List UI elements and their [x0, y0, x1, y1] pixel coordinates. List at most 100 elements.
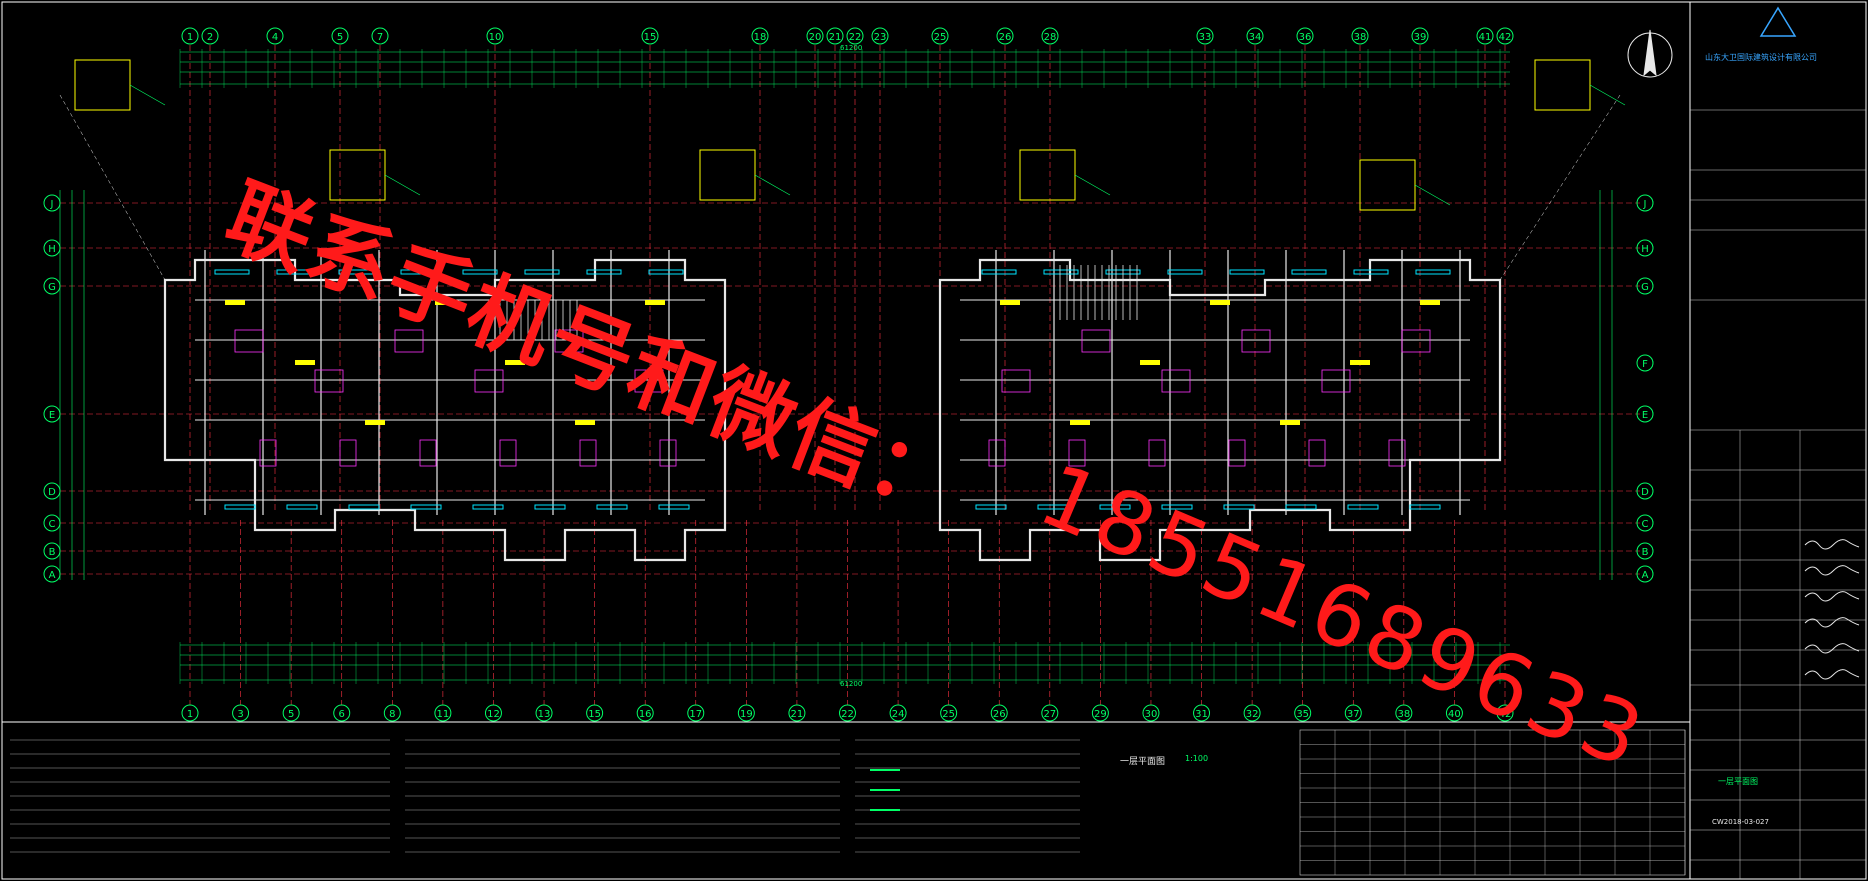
total-dimension-bottom: 61200	[840, 680, 863, 688]
plan-title: 一层平面图	[1120, 757, 1166, 767]
axis-bubble-right-A	[1636, 565, 1654, 583]
axis-label-bottom-38: 38	[1397, 709, 1410, 720]
axis-label-bottom-24: 24	[892, 709, 905, 720]
axis-label-top-7: 7	[377, 32, 383, 43]
axis-bubble-bottom-26	[990, 704, 1008, 722]
furniture	[1241, 329, 1271, 353]
furniture	[1388, 439, 1406, 467]
axis-bubble-bottom-31	[1193, 704, 1211, 722]
axis-label-bottom-27: 27	[1043, 709, 1056, 720]
leader-line-0	[129, 84, 166, 106]
leader-line-2	[384, 174, 421, 196]
axis-label-bottom-31: 31	[1195, 709, 1208, 720]
title-block-drawing-name: 一层平面图	[1718, 777, 1758, 786]
furniture	[634, 369, 664, 393]
furniture	[259, 439, 277, 467]
window	[1229, 269, 1265, 275]
axis-label-top-38: 38	[1354, 32, 1367, 43]
title-block-company: 山东大卫国际建筑设计有限公司	[1705, 53, 1817, 62]
axis-bubble-top-15	[641, 27, 659, 45]
furniture	[394, 329, 424, 353]
axis-label-top-41: 41	[1479, 32, 1492, 43]
signature-scribble-1	[1804, 565, 1860, 576]
detail-callout-2	[329, 149, 386, 201]
axis-label-bottom-29: 29	[1094, 709, 1107, 720]
axis-bubble-top-22	[846, 27, 864, 45]
detail-callout-4	[1019, 149, 1076, 201]
room-label-mark	[365, 420, 385, 425]
furniture	[1308, 439, 1326, 467]
axis-bubble-top-28	[1041, 27, 1059, 45]
axis-bubble-bottom-24	[889, 704, 907, 722]
window	[1037, 504, 1069, 510]
room-label-mark	[225, 300, 245, 305]
axis-bubble-bottom-35	[1294, 704, 1312, 722]
window	[1353, 269, 1389, 275]
axis-label-bottom-17: 17	[689, 709, 702, 720]
axis-label-left-G: G	[48, 282, 56, 293]
axis-bubble-top-34	[1246, 27, 1264, 45]
window	[286, 504, 318, 510]
room-label-mark	[1350, 360, 1370, 365]
axis-label-right-C: C	[1642, 519, 1649, 530]
axis-bubble-bottom-16	[636, 704, 654, 722]
leader-line-4	[1074, 174, 1111, 196]
axis-label-bottom-25: 25	[942, 709, 955, 720]
leader-line-1	[1589, 84, 1626, 106]
axis-bubble-bottom-25	[940, 704, 958, 722]
axis-bubble-top-33	[1196, 27, 1214, 45]
axis-label-top-15: 15	[644, 32, 657, 43]
room-label-mark	[1280, 420, 1300, 425]
window	[524, 269, 560, 275]
axis-label-top-25: 25	[934, 32, 947, 43]
axis-bubble-top-39	[1411, 27, 1429, 45]
window	[1415, 269, 1451, 275]
axis-label-top-22: 22	[849, 32, 862, 43]
axis-label-right-H: H	[1641, 244, 1649, 255]
axis-bubble-right-D	[1636, 482, 1654, 500]
window	[462, 269, 498, 275]
axis-label-bottom-40: 40	[1448, 709, 1461, 720]
axis-bubble-bottom-6	[333, 704, 351, 722]
axis-label-bottom-22: 22	[841, 709, 854, 720]
axis-label-bottom-30: 30	[1145, 709, 1158, 720]
axis-bubble-bottom-1	[181, 704, 199, 722]
axis-label-top-18: 18	[754, 32, 767, 43]
axis-label-top-20: 20	[809, 32, 822, 43]
axis-bubble-right-F	[1636, 354, 1654, 372]
window	[1161, 504, 1193, 510]
detail-callout-0	[74, 59, 131, 111]
axis-label-bottom-26: 26	[993, 709, 1006, 720]
axis-bubble-bottom-32	[1243, 704, 1261, 722]
detail-callout-5	[1359, 159, 1416, 211]
axis-label-top-5: 5	[337, 32, 343, 43]
signature-scribble-5	[1804, 669, 1860, 680]
room-label-mark	[295, 360, 315, 365]
axis-bubble-bottom-8	[383, 704, 401, 722]
axis-label-right-G: G	[1641, 282, 1649, 293]
axis-label-top-42: 42	[1499, 32, 1512, 43]
axis-bubble-top-7	[371, 27, 389, 45]
furniture	[1081, 329, 1111, 353]
window	[1167, 269, 1203, 275]
axis-bubble-bottom-29	[1091, 704, 1109, 722]
room-label-mark	[1420, 300, 1440, 305]
axis-label-left-D: D	[48, 487, 56, 498]
axis-label-right-D: D	[1641, 487, 1649, 498]
furniture	[1321, 369, 1351, 393]
window	[1291, 269, 1327, 275]
axis-label-bottom-6: 6	[339, 709, 345, 720]
furniture	[579, 439, 597, 467]
window	[1285, 504, 1317, 510]
window	[648, 269, 684, 275]
window	[400, 269, 436, 275]
axis-label-left-C: C	[49, 519, 56, 530]
signature-scribble-0	[1804, 539, 1860, 550]
axis-label-top-33: 33	[1199, 32, 1212, 43]
axis-bubble-top-26	[996, 27, 1014, 45]
window	[534, 504, 566, 510]
axis-label-left-H: H	[48, 244, 56, 255]
axis-label-bottom-21: 21	[791, 709, 804, 720]
axis-bubble-bottom-15	[586, 704, 604, 722]
